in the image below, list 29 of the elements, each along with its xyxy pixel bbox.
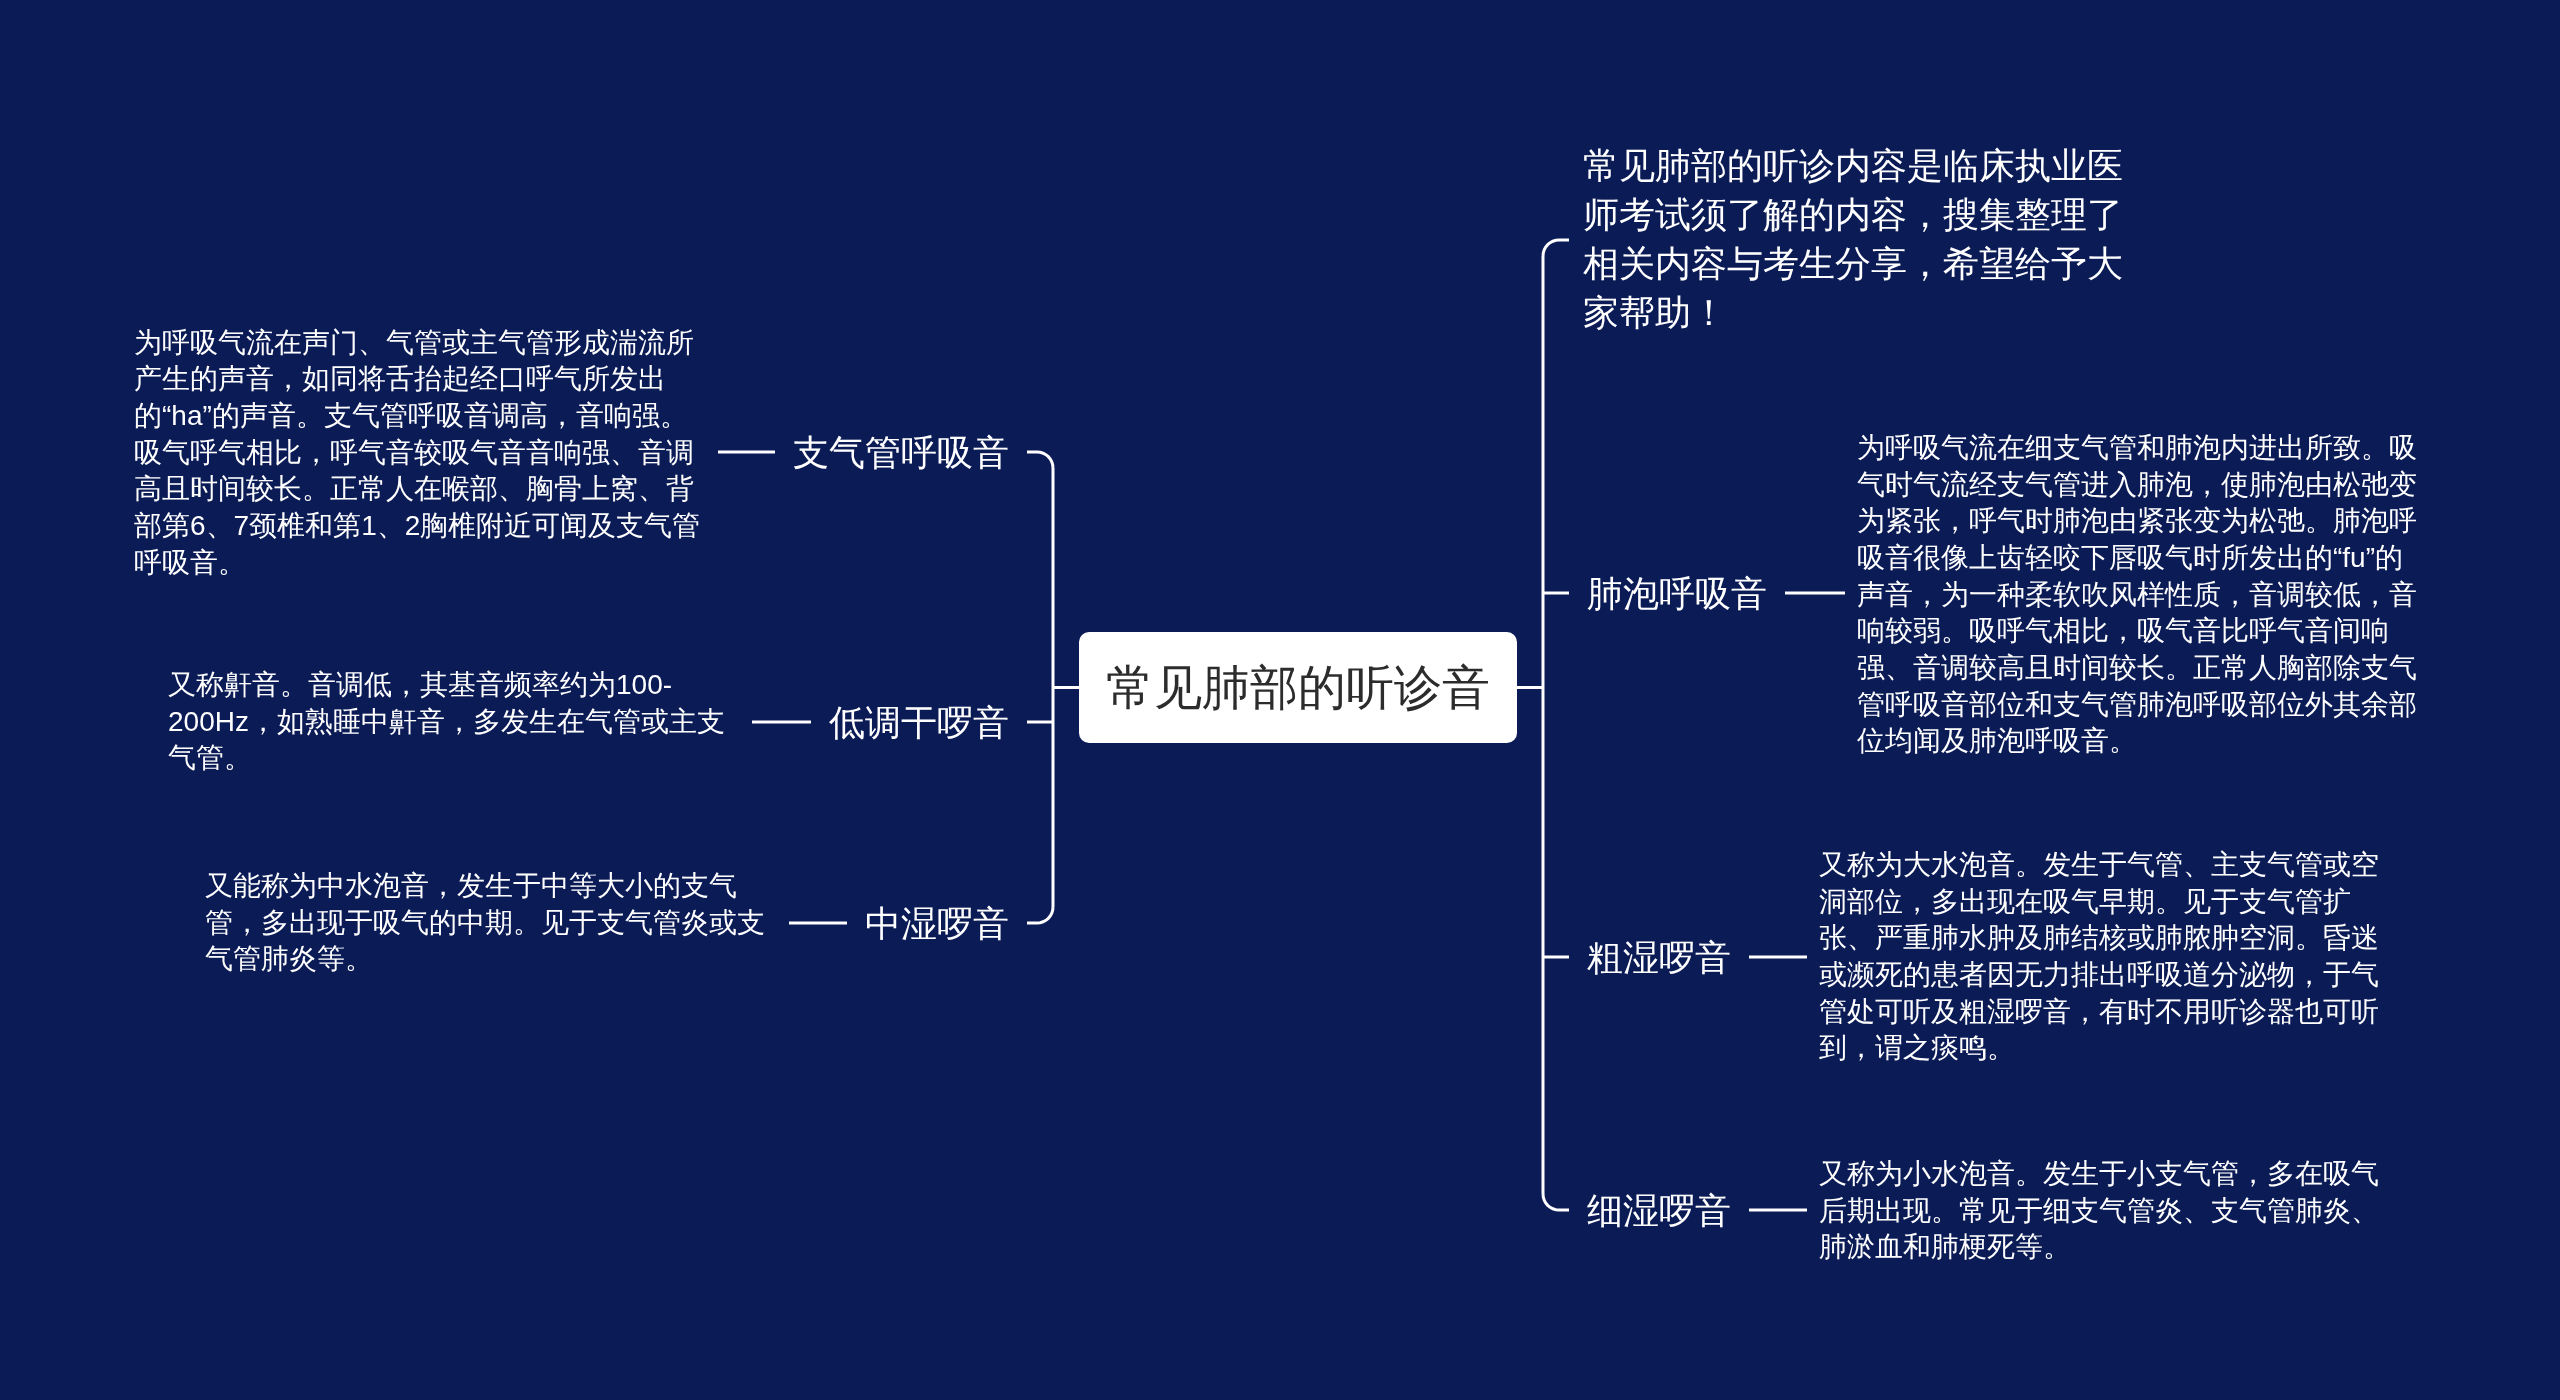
description-text: 又称为小水泡音。发生于小支气管，多在吸气后期出现。常见于细支气管炎、支气管肺炎、肺淤血和肺梗死等。 (1807, 1156, 2403, 1266)
connector-line (1541, 238, 1569, 257)
connector-line (1543, 591, 1569, 595)
branch-label: 细湿啰音 (1569, 1187, 1749, 1233)
description-text: 又称为大水泡音。发生于气管、主支气管或空洞部位，多出现在吸气早期。见于支气管扩张、严重肺水肿及肺结核或肺脓肿空洞。昏迷或濒死的患者因无力排出呼吸道分泌物，于气管处可听及粗湿啰音，有时不用听诊器也可听到，谓之痰鸣。 (1807, 847, 2403, 1067)
connector-line (789, 921, 847, 925)
connector-line (1515, 254, 1545, 1196)
description-text: 又称鼾音。音调低，其基音频率约为100-200Hz，如熟睡中鼾音，多发生在气管或主支气管。 (156, 667, 752, 777)
branch-label: 中湿啰音 (847, 900, 1027, 946)
branch-label: 支气管呼吸音 (775, 429, 1027, 475)
description-text: 又能称为中水泡音，发生于中等大小的支气管，多出现于吸气的中期。见于支气管炎或支气管肺炎等。 (193, 868, 789, 978)
root-topic-box: 常见肺部的听诊音 (1079, 632, 1517, 743)
description-text: 为呼吸气流在声门、气管或主气管形成湍流所产生的声音，如同将舌抬起经口呼气所发出的“ha”的声音。支气管呼吸音调高，音响强。吸气呼气相比，呼气音较吸气音音响强、音调高且时间较长。正常人在喉部、胸骨上窝、背部第6、7颈椎和第1、2胸椎附近可闻及支气管呼吸音。 (122, 324, 718, 582)
connector-line (752, 720, 811, 724)
branch-label: 粗湿啰音 (1569, 934, 1749, 980)
connector-line (718, 450, 775, 454)
branch-label: 低调干啰音 (811, 699, 1027, 745)
connector-line (1749, 955, 1807, 959)
connector-line (1541, 1193, 1569, 1212)
connector-line (1027, 906, 1055, 925)
intro-text: 常见肺部的听诊内容是临床执业医师考试须了解的内容，搜集整理了相关内容与考生分享，希望给予大家帮助！ (1569, 142, 2161, 338)
connector-line (1749, 1208, 1807, 1212)
description-text: 为呼吸气流在细支气管和肺泡内进出所致。吸气时气流经支气管进入肺泡，使肺泡由松弛变为紧张，呼气时肺泡由紧张变为松弛。肺泡呼吸音很像上齿轻咬下唇吸气时所发出的“fu”的声音，为一种柔软吹风样性质，音调较低，音响较弱。吸呼气相比，吸气音比呼气音间响强、音调较高且时间较长。正常人胸部除支气管呼吸音部位和支气管肺泡呼吸部位外其余部位均闻及肺泡呼吸音。 (1845, 429, 2441, 760)
branch-label: 肺泡呼吸音 (1569, 570, 1785, 616)
connector-line (1543, 955, 1569, 959)
connector-line (1785, 591, 1845, 595)
connector-line (1027, 450, 1055, 469)
connector-line (1027, 720, 1053, 724)
connector-line (1051, 466, 1081, 909)
